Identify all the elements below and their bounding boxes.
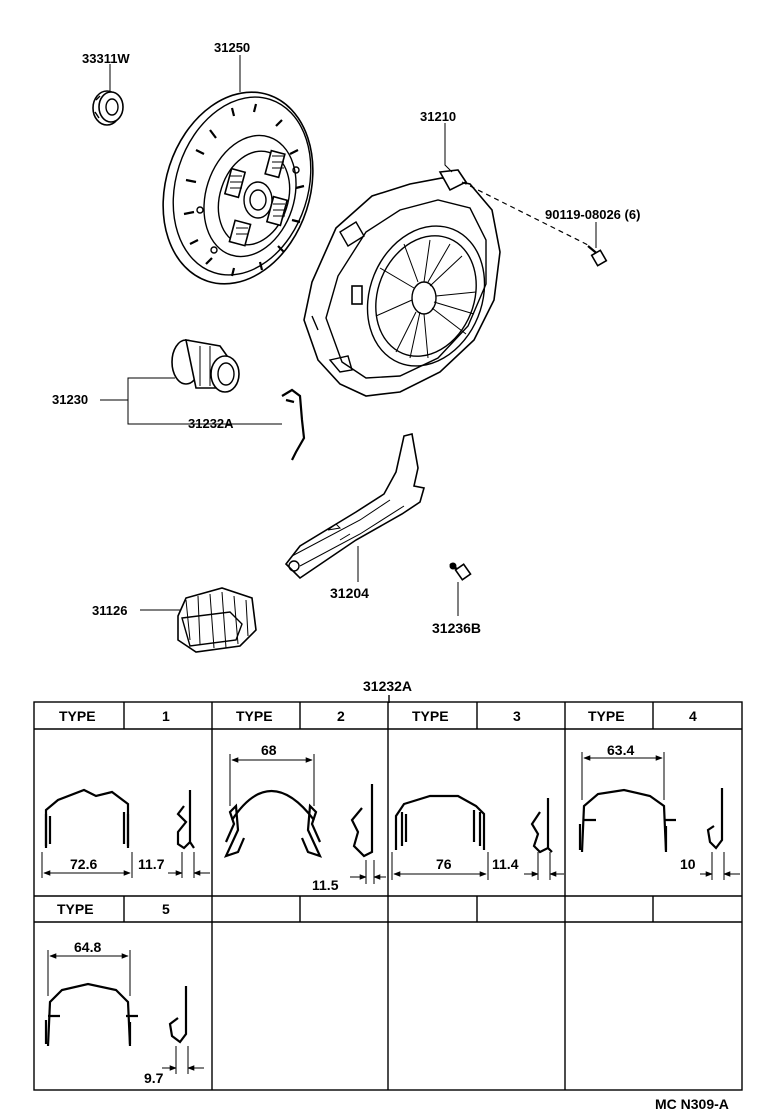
type-number-3: 3 [513, 708, 521, 724]
release-bearing-part [171, 339, 240, 393]
clip-type-4-drawing [578, 788, 724, 853]
type-header-label-4: TYPE [588, 708, 625, 724]
release-clip-part [281, 388, 306, 461]
pivot-stud-part [449, 562, 472, 581]
type-1-side-dimension: 11.7 [138, 856, 165, 872]
type-3-side-dimension: 11.4 [492, 856, 519, 872]
type-2-side-dimension: 11.5 [312, 877, 339, 893]
clip-type-1-drawing [44, 788, 195, 850]
part-label-31204: 31204 [330, 585, 369, 601]
type-4-side-dimension: 10 [680, 856, 696, 872]
diagram-code: MC N309-A [655, 1096, 729, 1112]
pilot-bearing-part [92, 90, 124, 126]
part-label-31126: 31126 [92, 603, 127, 618]
type-header-label-2: TYPE [236, 708, 273, 724]
type-number-4: 4 [689, 708, 697, 724]
type-3-width-dimension: 76 [436, 856, 452, 872]
type-2-width-dimension: 68 [261, 742, 277, 758]
type-number-5: 5 [162, 901, 170, 917]
type-header-label-3: TYPE [412, 708, 449, 724]
part-label-31232a: 31232A [188, 416, 234, 431]
clip-type-5-drawing [44, 982, 188, 1047]
clutch-disc-part [162, 91, 314, 285]
clutch-cover-part [303, 169, 501, 397]
type-4-width-dimension: 63.4 [607, 742, 634, 758]
part-label-31236b: 31236B [432, 620, 481, 636]
cover-bolt-part [587, 245, 608, 267]
type-1-width-dimension: 72.6 [70, 856, 97, 872]
type-table [33, 701, 743, 1091]
part-label-33311w: 33311W [82, 51, 130, 66]
clip-type-2-drawing [223, 784, 374, 858]
type-header-label-1: TYPE [59, 708, 96, 724]
part-label-31210: 31210 [420, 109, 456, 124]
part-label-31250: 31250 [214, 40, 250, 55]
release-fork-part [284, 433, 426, 580]
type-5-side-dimension: 9.7 [144, 1070, 164, 1086]
clip-type-3-drawing [394, 794, 553, 854]
type-number-1: 1 [162, 708, 170, 724]
part-label-31230: 31230 [52, 392, 88, 407]
type-header-label-5: TYPE [57, 901, 94, 917]
type-number-2: 2 [337, 708, 345, 724]
release-fork-boot-part [177, 587, 257, 653]
table-title: 31232A [363, 678, 412, 694]
part-label-90119-08026: 90119-08026 (6) [545, 207, 640, 222]
type-5-width-dimension: 64.8 [74, 939, 101, 955]
